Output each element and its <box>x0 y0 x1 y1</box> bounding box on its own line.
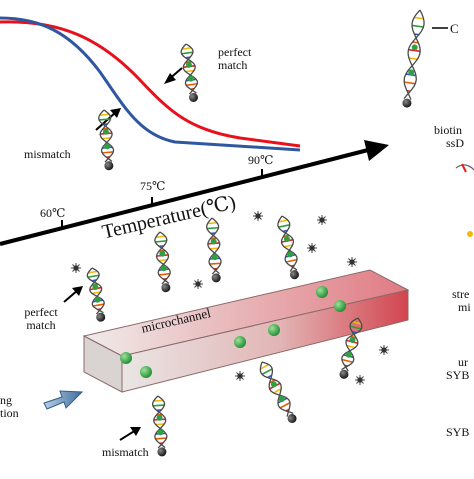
dye-dot-7 <box>355 375 365 385</box>
label-perfect-match-top-line2: match <box>218 59 251 72</box>
legend-item-strep-line2: mi <box>452 301 471 314</box>
legend-item-sybr-bound: SYB <box>446 426 469 439</box>
legend-item-sybr-unbound-line2: SYB <box>446 369 469 382</box>
legend-item-sybr-bound-line2: SYB <box>446 426 469 439</box>
legend-item-biotin: biotin ssD <box>434 124 464 150</box>
dye-dot-4 <box>347 257 357 267</box>
legend-dye-mark <box>467 231 473 237</box>
dna-mismatch-top <box>98 109 115 170</box>
label-perfect-match-left: perfect match <box>18 306 64 332</box>
dye-dot-8 <box>317 215 327 225</box>
mismatch-curve <box>0 18 300 150</box>
bead-4 <box>268 324 280 336</box>
dna-lower-1 <box>257 359 300 425</box>
bead-6 <box>334 300 346 312</box>
flow-arrow <box>44 391 82 409</box>
dna-upper-2 <box>154 231 172 292</box>
dye-dot-1 <box>253 211 263 221</box>
legend-hairpin-icon <box>456 164 474 172</box>
dna-mismatch-bottom <box>152 396 168 457</box>
tick-label-75: 75℃ <box>140 180 165 193</box>
dye-dot-5 <box>379 345 389 355</box>
tick-label-90: 90℃ <box>248 154 273 167</box>
dye-dot-9 <box>71 263 81 273</box>
pointer-arrow-perfect-left <box>64 286 83 302</box>
dna-upper-1 <box>86 267 107 323</box>
perfect-match-curve <box>0 22 300 146</box>
tick-label-60: 60℃ <box>40 207 65 220</box>
temperature-axis <box>0 149 372 244</box>
dna-upper-4 <box>276 215 301 281</box>
legend-probe-letter: C <box>450 22 459 35</box>
label-flow-line2: tion <box>0 407 19 420</box>
pointer-arrow-perfect-top <box>164 68 182 84</box>
label-perfect-match-top: perfect match <box>218 46 251 72</box>
dye-dot-6 <box>235 371 245 381</box>
bead-3 <box>234 336 246 348</box>
dna-legend-probe <box>400 9 426 108</box>
legend-item-strep: stre mi <box>452 288 471 314</box>
temperature-axis-arrowhead <box>364 140 389 161</box>
bead-5 <box>316 286 328 298</box>
bead-2 <box>140 366 152 378</box>
bead-1 <box>120 352 132 364</box>
label-flow: ng tion <box>0 394 19 420</box>
legend-item-biotin-line2: ssD <box>434 137 464 150</box>
dna-perfect-match-top <box>180 43 200 103</box>
legend-item-sybr-unbound: ur SYB <box>446 356 469 382</box>
dye-dot-2 <box>193 279 203 289</box>
dna-upper-3 <box>206 218 222 283</box>
dye-dot-3 <box>307 243 317 253</box>
label-mismatch-bottom: mismatch <box>102 446 149 459</box>
pointer-arrow-mismatch-bottom <box>120 427 141 440</box>
label-mismatch-top: mismatch <box>24 148 71 161</box>
label-perfect-match-left-line2: match <box>18 319 64 332</box>
